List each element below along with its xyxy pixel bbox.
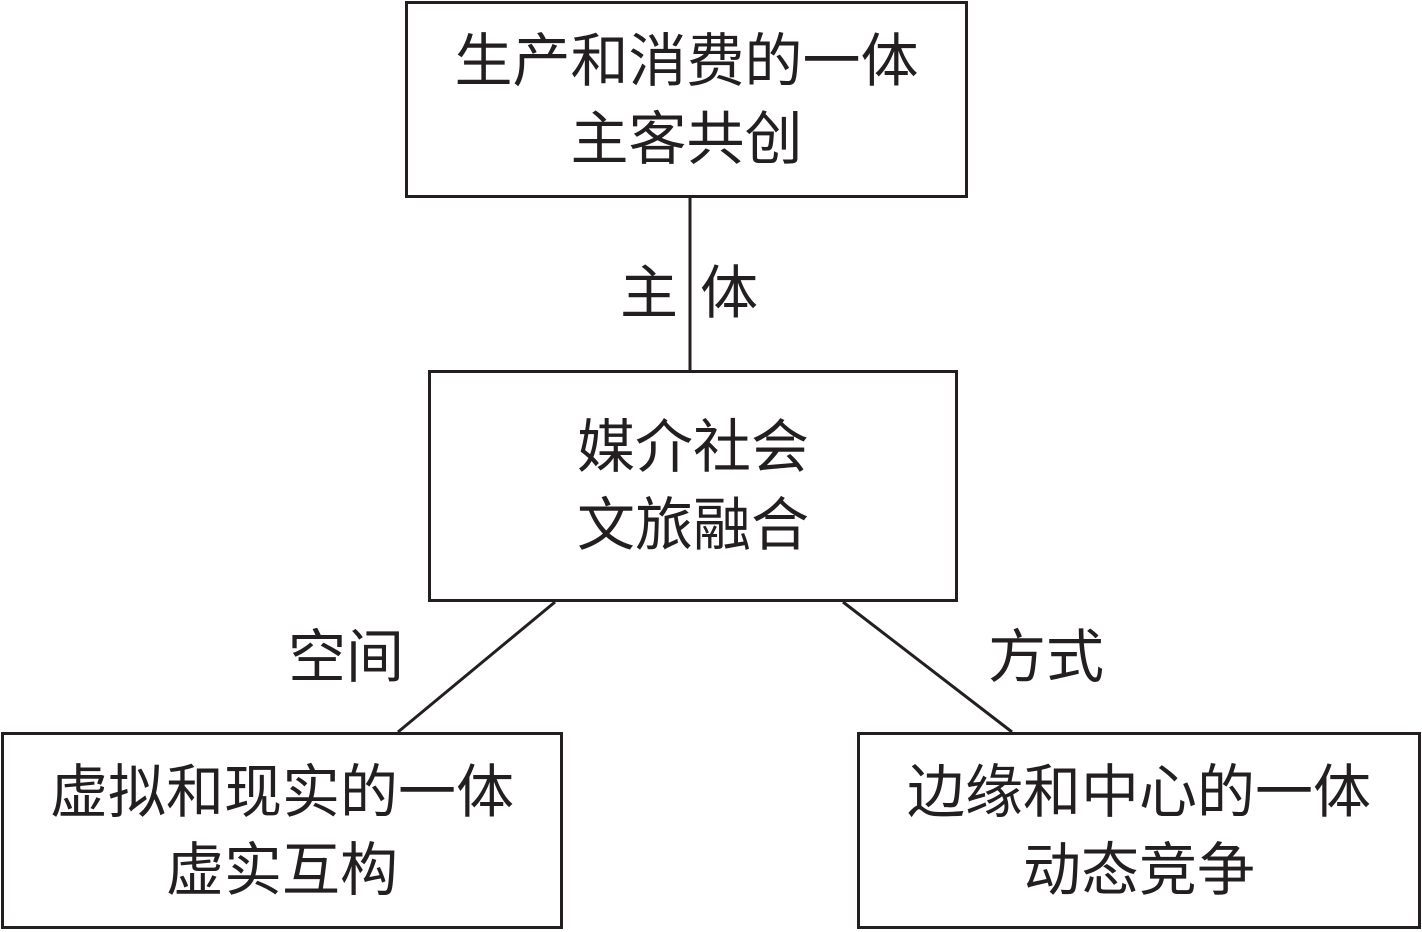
- node-right-line2: 动态竞争: [1022, 835, 1255, 904]
- node-virtual-reality: 虚拟和现实的一体 虚实互构: [1, 732, 563, 929]
- node-left-line2: 虚实互构: [165, 835, 398, 904]
- node-center-line2: 文旅融合: [576, 491, 809, 559]
- node-top-line2: 主客共创: [570, 104, 803, 173]
- node-left-line1: 虚拟和现实的一体: [49, 757, 514, 826]
- node-production-consumption: 生产和消费的一体 主客共创: [405, 1, 968, 198]
- node-top-line1: 生产和消费的一体: [454, 26, 919, 95]
- connector-center-left: [397, 600, 556, 734]
- node-media-society: 媒介社会 文旅融合: [428, 370, 958, 602]
- node-edge-center: 边缘和中心的一体 动态竞争: [857, 732, 1421, 929]
- edge-label-method: 方式: [988, 623, 1105, 691]
- node-center-line1: 媒介社会: [576, 413, 809, 481]
- node-right-line1: 边缘和中心的一体: [906, 757, 1371, 826]
- edge-label-subject: 主体: [620, 259, 781, 327]
- edge-label-space: 空间: [288, 623, 405, 691]
- connector-center-right: [842, 600, 1013, 734]
